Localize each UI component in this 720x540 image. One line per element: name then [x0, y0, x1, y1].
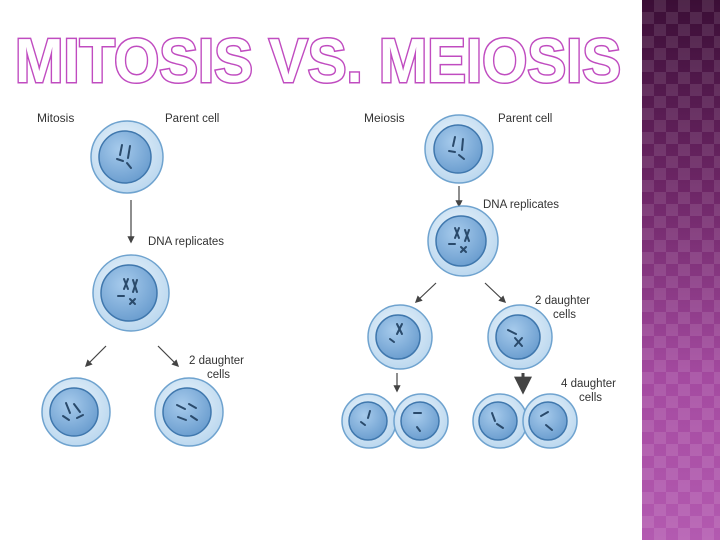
mitosis-daughter-label-line1: 2 daughter [189, 355, 244, 367]
mitosis-parent-label: Parent cell [165, 113, 219, 125]
meiosis-second-daughter-4 [522, 393, 578, 449]
meiosis-heading: Meiosis [364, 111, 405, 125]
mitosis-right-split-arrow [157, 345, 180, 368]
slide-title: MITOSIS VS. MEIOSIS [15, 27, 621, 96]
meiosis-second-daughter-line1: 4 daughter [561, 378, 616, 390]
meiosis-first-daughter-line2: cells [553, 309, 576, 321]
mitosis-left-split-arrow [84, 345, 107, 368]
meiosis-parent-label: Parent cell [498, 113, 552, 125]
decorative-side-panel [642, 0, 720, 540]
meiosis-parent-cell [424, 114, 494, 184]
meiosis-first-daughter-line1: 2 daughter [535, 295, 590, 307]
mitosis-daughter-cell-left [41, 377, 111, 447]
meiosis-second-daughter-3 [472, 393, 528, 449]
slide-title-region: MITOSIS VS. MEIOSIS [0, 0, 642, 100]
meiosis-second-daughter-line2: cells [579, 392, 602, 404]
mitosis-daughter-label-line2: cells [207, 369, 230, 381]
mitosis-daughter-cell-right [154, 377, 224, 447]
meiosis-first-daughter-right [487, 304, 553, 370]
meiosis-right-split-arrow [484, 282, 507, 303]
meiosis-replicated-cell [427, 205, 499, 277]
mitosis-meiosis-diagram: Mitosis Parent cell DNA replicates 2 dau [37, 111, 616, 449]
meiosis-first-daughter-left [367, 304, 433, 370]
mitosis-parent-cell [90, 120, 164, 194]
meiosis-left-split-arrow [414, 282, 437, 303]
mitosis-replicate-label: DNA replicates [148, 236, 224, 248]
meiosis-replicate-label: DNA replicates [483, 199, 559, 211]
mitosis-heading: Mitosis [37, 111, 74, 125]
mitosis-replicated-cell [92, 254, 170, 332]
meiosis-second-daughter-2 [393, 393, 449, 449]
meiosis-second-daughter-1 [341, 393, 397, 449]
